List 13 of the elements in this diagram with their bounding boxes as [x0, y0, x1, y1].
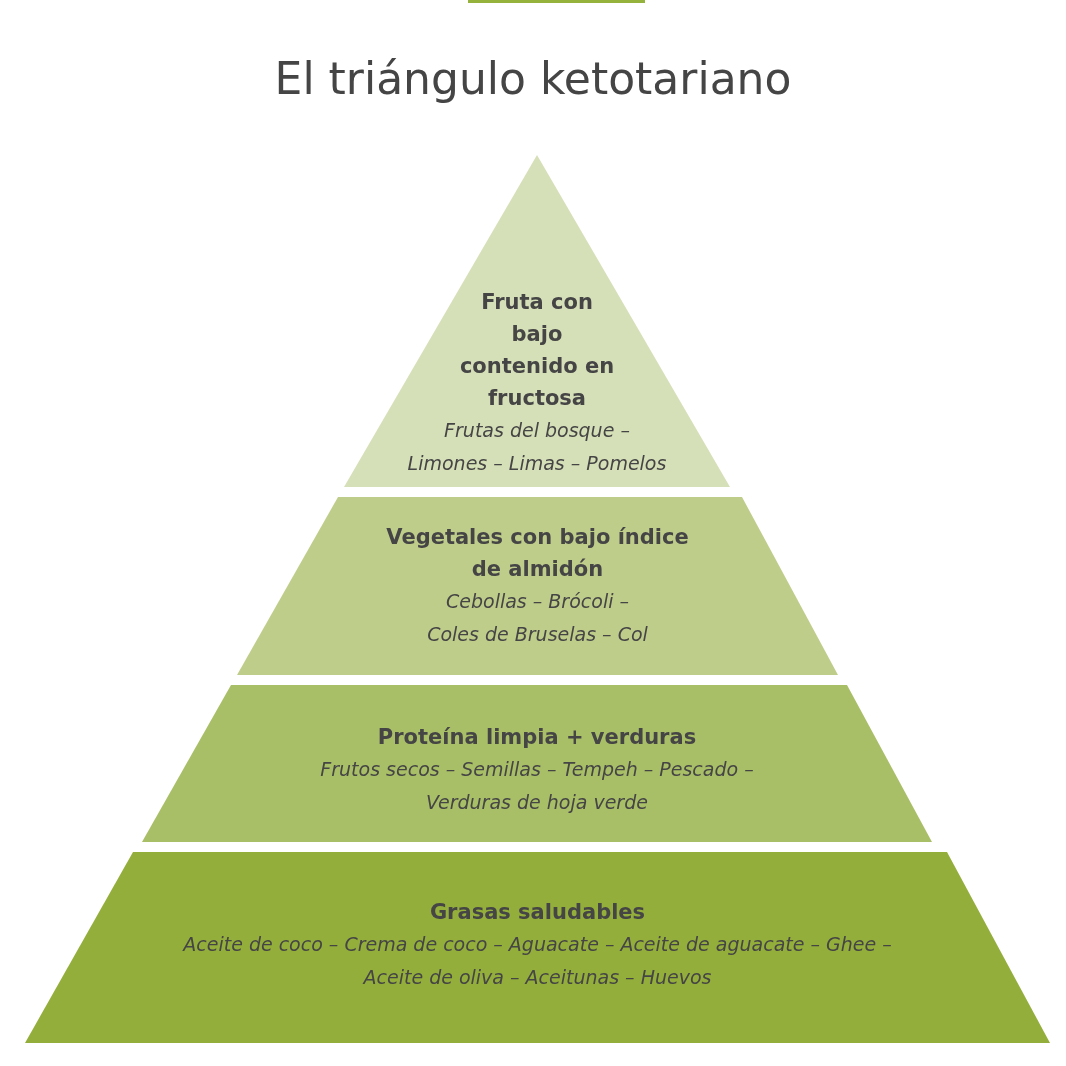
- tier-heading: Grasas saludables: [429, 899, 646, 926]
- food-list: Cebollas – Brócoli – Coles de Bruselas – Col: [420, 585, 655, 651]
- tier-heading: Proteína limpia + verduras: [377, 724, 697, 751]
- pyramid-band: [142, 685, 932, 842]
- food-list: Aceite de coco – Crema de coco – Aguacate – Aceite de aguacate – Ghee – Aceite de oliva – Aceitunas – Huevos: [170, 928, 905, 994]
- tier-heading: Vegetales con bajo índice de almidón: [385, 524, 690, 583]
- tier-heading: Fruta con bajo contenido en fructosa: [458, 289, 616, 412]
- pyramid-band: [25, 852, 1050, 1043]
- food-list: Frutos secos – Semillas – Tempeh – Pescado – Verduras de hoja verde: [297, 753, 777, 819]
- food-list: Frutas del bosque – Limones – Limas – Pomelos: [406, 414, 668, 480]
- diagram-title: El triángulo ketotariano: [274, 52, 792, 106]
- pyramid-band: [237, 497, 838, 675]
- pyramid-apex: [344, 155, 730, 487]
